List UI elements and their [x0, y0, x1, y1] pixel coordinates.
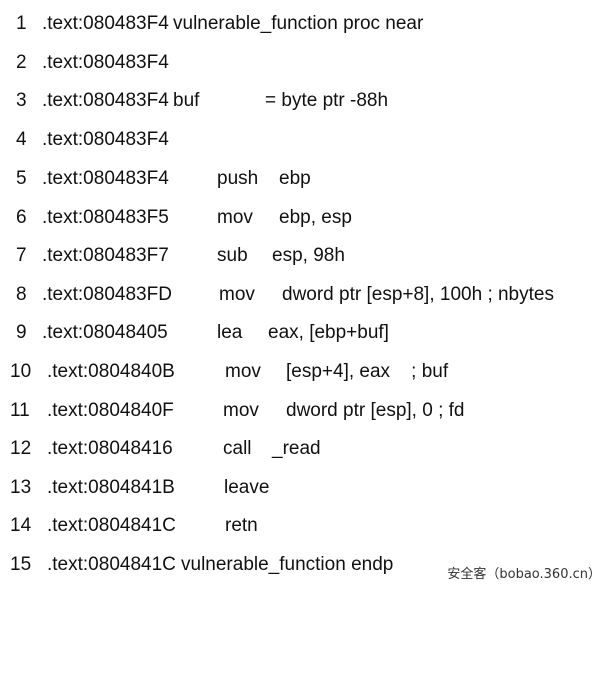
listing-line: 15 .text:0804841C vulnerable_function en…: [0, 551, 393, 579]
listing-line: 3 .text:080483F4 buf = byte ptr -88h: [0, 87, 388, 115]
proc-end: vulnerable_function endp: [181, 554, 394, 575]
instruction-operands: [esp+4], eax ; buf: [286, 361, 449, 382]
instruction-mnemonic: mov: [219, 284, 255, 305]
listing-line: 8 .text:080483FD mov dword ptr [esp+8], …: [0, 281, 554, 309]
instruction-operands: esp, 98h: [272, 245, 345, 266]
listing-line: 2 .text:080483F4: [0, 49, 169, 77]
line-number: 12: [10, 438, 32, 459]
line-number: 8: [16, 284, 27, 305]
proc-declaration: vulnerable_function proc near: [173, 13, 424, 34]
line-address: .text:0804841C: [47, 554, 176, 575]
line-address: .text:080483F4: [42, 52, 169, 73]
instruction-operands: dword ptr [esp+8], 100h ; nbytes: [282, 284, 554, 305]
instruction-mnemonic: leave: [224, 477, 270, 498]
listing-line: 1 .text:080483F4 vulnerable_function pro…: [0, 10, 423, 38]
instruction-operands: ebp, esp: [279, 207, 352, 228]
listing-line: 14 .text:0804841C retn: [0, 512, 258, 540]
instruction-operands: eax, [ebp+buf]: [268, 322, 389, 343]
line-address: .text:080483F4: [42, 90, 169, 111]
listing-line: 12 .text:08048416 call _read: [0, 435, 321, 463]
instruction-operands: _read: [272, 438, 321, 459]
instruction-mnemonic: retn: [225, 515, 258, 536]
line-address: .text:0804841B: [47, 477, 175, 498]
instruction-mnemonic: lea: [217, 322, 243, 343]
instruction-mnemonic: push: [217, 168, 259, 189]
line-number: 5: [16, 168, 27, 189]
listing-line: 9 .text:08048405 lea eax, [ebp+buf]: [0, 319, 389, 347]
local-variable-name: buf: [173, 90, 200, 111]
line-address: .text:080483F4: [42, 168, 169, 189]
listing-line: 10 .text:0804840B mov [esp+4], eax ; buf: [0, 358, 448, 386]
listing-line: 6 .text:080483F5 mov ebp, esp: [0, 204, 352, 232]
listing-line: 11 .text:0804840F mov dword ptr [esp], 0…: [0, 397, 464, 425]
site-watermark: 安全客（bobao.360.cn）: [447, 567, 601, 582]
line-number: 11: [10, 400, 30, 421]
local-variable-definition: = byte ptr -88h: [265, 90, 389, 111]
instruction-mnemonic: mov: [217, 207, 253, 228]
instruction-operands: dword ptr [esp], 0 ; fd: [286, 400, 465, 421]
line-address: .text:0804840F: [47, 400, 174, 421]
instruction-operands: ebp: [279, 168, 311, 189]
line-address: .text:080483F4: [42, 129, 169, 150]
line-number: 7: [16, 245, 27, 266]
line-address: .text:08048405: [42, 322, 168, 343]
line-number: 10: [10, 361, 32, 382]
line-address: .text:080483F5: [42, 207, 169, 228]
line-number: 13: [10, 477, 32, 498]
line-address: .text:080483FD: [42, 284, 172, 305]
line-number: 14: [10, 515, 32, 536]
listing-line: 7 .text:080483F7 sub esp, 98h: [0, 242, 345, 270]
line-address: .text:0804840B: [47, 361, 175, 382]
listing-line: 5 .text:080483F4 push ebp: [0, 165, 311, 193]
listing-line: 4 .text:080483F4: [0, 126, 169, 154]
listing-line: 13 .text:0804841B leave: [0, 474, 269, 502]
instruction-mnemonic: sub: [217, 245, 248, 266]
line-address: .text:080483F4: [42, 13, 169, 34]
line-number: 15: [10, 554, 32, 575]
line-address: .text:0804841C: [47, 515, 176, 536]
line-number: 9: [16, 322, 27, 343]
instruction-mnemonic: mov: [225, 361, 261, 382]
line-number: 2: [16, 52, 27, 73]
line-number: 1: [16, 13, 27, 34]
instruction-mnemonic: mov: [223, 400, 259, 421]
line-number: 3: [16, 90, 27, 111]
line-number: 6: [16, 207, 27, 228]
instruction-mnemonic: call: [223, 438, 252, 459]
line-number: 4: [16, 129, 27, 150]
line-address: .text:08048416: [47, 438, 173, 459]
disassembly-listing: 1 .text:080483F4 vulnerable_function pro…: [0, 10, 554, 579]
line-address: .text:080483F7: [42, 245, 169, 266]
